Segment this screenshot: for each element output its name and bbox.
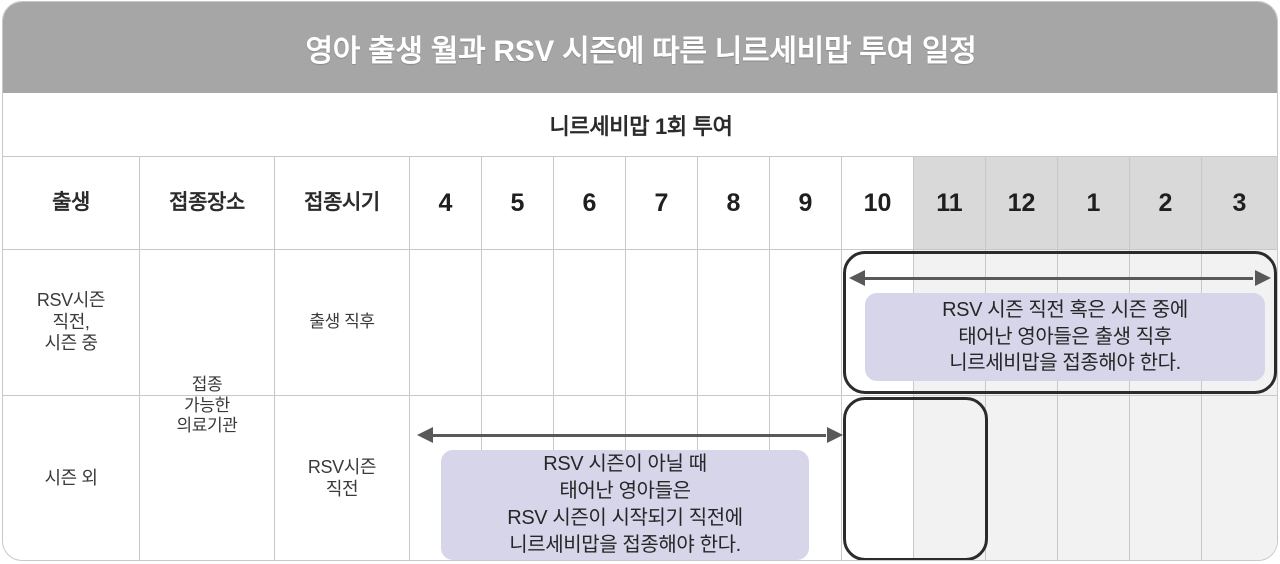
row-2-callout-line-3: RSV 시즌이 시작되기 직전에 bbox=[507, 507, 743, 529]
column-header-month-4: 4 bbox=[438, 188, 453, 217]
column-header-month-5: 5 bbox=[510, 188, 525, 217]
column-header-timing: 접종시기 bbox=[304, 191, 380, 215]
grid-vline-7 bbox=[697, 157, 698, 560]
row-1-callout-line-1: RSV 시즌 직전 혹은 시즌 중에 bbox=[942, 298, 1188, 321]
row-2-callout-line-2: 태어난 영아들은 bbox=[559, 480, 691, 503]
row-1-callout: RSV 시즌 직전 혹은 시즌 중에 태어난 영아들은 출생 직후 니르세비맙을… bbox=[865, 293, 1265, 381]
row-1-birth-cell: RSV시즌 직전, 시즌 중 bbox=[3, 250, 139, 395]
row-2-timing-cell: RSV시즌 직전 bbox=[275, 396, 409, 560]
column-header-birth: 출생 bbox=[52, 191, 90, 215]
column-header-month-10: 10 bbox=[863, 188, 892, 217]
grid-vline-5 bbox=[553, 157, 554, 560]
grid-hline-row1-bottom bbox=[3, 395, 1277, 396]
row-2-timing-line-2: 직전 bbox=[325, 479, 359, 499]
row-2-callout-line-1: RSV 시즌이 아닐 때 bbox=[543, 453, 707, 476]
row-1-highlight-box bbox=[843, 251, 1277, 394]
site-line-1: 접종 bbox=[191, 374, 223, 394]
row-1-arrow-line bbox=[863, 277, 1253, 280]
grid-vline-4 bbox=[481, 157, 482, 560]
column-header-month-3: 3 bbox=[1232, 188, 1247, 217]
table-grid: 출생 접종장소 접종시기 4 5 6 7 8 9 10 11 12 1 2 3 … bbox=[3, 157, 1277, 560]
row-2-timing-line-1: RSV시즌 bbox=[307, 457, 377, 478]
column-header-site: 접종장소 bbox=[169, 191, 245, 215]
row-1-arrow-head-left bbox=[849, 270, 865, 286]
row-2-arrow-line bbox=[431, 434, 826, 437]
row-1-arrow-head-right bbox=[1255, 270, 1271, 286]
vaccination-site-cell: 접종 가능한 의료기관 bbox=[140, 250, 274, 560]
row-1-birth-line-2: 직전, bbox=[52, 311, 90, 332]
column-header-month-6: 6 bbox=[582, 188, 597, 217]
page-title: 영아 출생 월과 RSV 시즌에 따른 니르세비맙 투여 일정 bbox=[305, 34, 977, 68]
row-1-callout-line-2: 태어난 영아들은 출생 직후 bbox=[958, 325, 1172, 348]
grid-vline-3 bbox=[409, 157, 410, 560]
row-1-timing-cell: 출생 직후 bbox=[309, 312, 375, 332]
row-2-arrow-head-left bbox=[417, 427, 433, 443]
row-2-callout: RSV 시즌이 아닐 때 태어난 영아들은 RSV 시즌이 시작되기 직전에 니… bbox=[441, 450, 809, 560]
grid-vline-1 bbox=[139, 157, 140, 560]
column-header-month-2: 2 bbox=[1158, 188, 1173, 217]
row-1-callout-line-3: 니르세비맙을 접종해야 한다. bbox=[949, 352, 1181, 375]
table-subtitle-row: 니르세비맙 1회 투여 bbox=[3, 93, 1277, 157]
column-header-month-12: 12 bbox=[1007, 188, 1036, 217]
site-line-2: 가능한 bbox=[184, 395, 230, 415]
column-header-month-1: 1 bbox=[1086, 188, 1101, 217]
row-2-arrow-head-right bbox=[827, 427, 843, 443]
column-header-month-8: 8 bbox=[726, 188, 741, 217]
column-header-month-11: 11 bbox=[936, 188, 963, 217]
row-1-birth-line-1: RSV시즌 bbox=[36, 289, 106, 310]
grid-hline-header-bottom bbox=[3, 249, 1277, 250]
site-line-3: 의료기관 bbox=[176, 416, 238, 436]
table-subtitle: 니르세비맙 1회 투여 bbox=[549, 113, 733, 139]
grid-vline-6 bbox=[625, 157, 626, 560]
row-1-birth-line-3: 시즌 중 bbox=[44, 333, 98, 354]
row-2-birth-cell: 시즌 외 bbox=[44, 468, 98, 489]
column-header-month-9: 9 bbox=[798, 188, 813, 217]
grid-vline-9 bbox=[841, 157, 842, 560]
row-2-callout-line-4: 니르세비맙을 접종해야 한다. bbox=[509, 533, 741, 556]
table-title-bar: 영아 출생 월과 RSV 시즌에 따른 니르세비맙 투여 일정 bbox=[3, 2, 1277, 93]
grid-vline-8 bbox=[769, 157, 770, 560]
column-header-month-7: 7 bbox=[654, 188, 669, 217]
season-shade-header bbox=[913, 157, 1277, 249]
grid-vline-2 bbox=[274, 157, 275, 560]
row-2-highlight-box bbox=[843, 397, 988, 560]
